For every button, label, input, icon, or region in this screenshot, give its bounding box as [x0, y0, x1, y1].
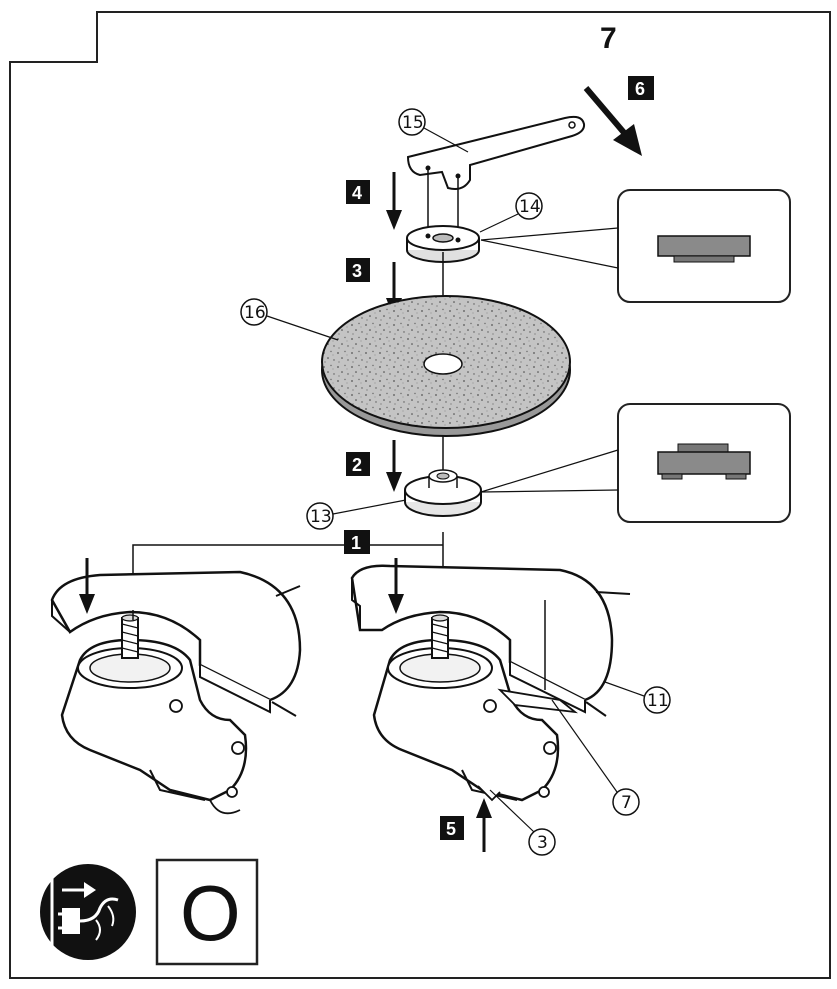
- lock-nut-wrench: [406, 115, 586, 232]
- symbol-panel-letter: O: [180, 869, 241, 957]
- step-3-label: 3: [352, 261, 362, 281]
- grinding-wheel: [321, 295, 571, 437]
- step-1-label: 1: [351, 533, 361, 553]
- callout-11: 11: [604, 681, 671, 714]
- step-2-arrow: [386, 440, 402, 492]
- lock-nut: [406, 225, 480, 263]
- callout-16: 16: [240, 298, 339, 341]
- callout-14: 14: [479, 192, 543, 233]
- callout-15-label: 15: [402, 113, 424, 133]
- step-6-label: 6: [635, 79, 645, 99]
- step-4-marker: 4: [346, 180, 370, 204]
- step-2-label: 2: [352, 455, 362, 475]
- symbol-panel: O: [155, 858, 259, 966]
- callout-3-label: 3: [537, 833, 548, 853]
- callout-16-label: 16: [244, 303, 266, 323]
- page-number: 7: [600, 22, 617, 55]
- step-5-marker: 5: [440, 816, 464, 840]
- step-3-marker: 3: [346, 258, 370, 282]
- callout-13-label: 13: [310, 507, 332, 527]
- grinder-right: [350, 564, 631, 802]
- step-1-marker: 1: [344, 530, 370, 554]
- callout-13: 13: [306, 499, 407, 530]
- step-4-label: 4: [352, 183, 362, 203]
- step-6-arrow: [583, 86, 642, 156]
- unplug-power-icon: [40, 864, 136, 960]
- step-6-marker: 6: [628, 76, 654, 100]
- callout-7-label: 7: [621, 793, 632, 813]
- right-press-arrow: [388, 558, 404, 614]
- callout-7: 7: [551, 699, 640, 816]
- left-press-arrow: [79, 558, 95, 614]
- step-5-label: 5: [446, 819, 456, 839]
- grinder-left: [50, 570, 302, 815]
- callout-15: 15: [398, 108, 469, 153]
- inner-flange-detail-box: [480, 403, 791, 523]
- step-2-marker: 2: [346, 452, 370, 476]
- callout-14-label: 14: [519, 197, 541, 217]
- step-4-arrow: [386, 172, 402, 230]
- step-5-arrow: [476, 798, 492, 852]
- inner-flange: [404, 469, 482, 517]
- lock-nut-detail-box: [480, 189, 791, 303]
- callout-3: 3: [489, 789, 556, 856]
- page-frame: [9, 11, 831, 979]
- callout-11-label: 11: [647, 691, 669, 711]
